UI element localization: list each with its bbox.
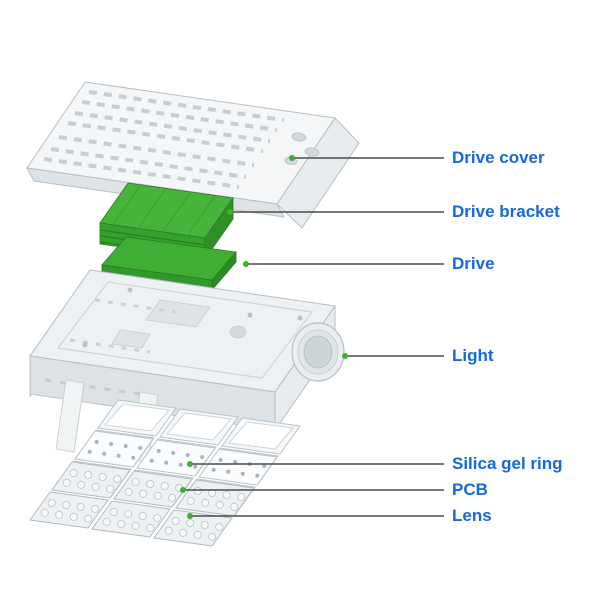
label-drive: Drive — [452, 254, 495, 273]
leader-dot-silica-gel-ring — [187, 461, 193, 467]
pole-mount-cylinder — [291, 322, 345, 382]
bracket-top-ridges — [111, 185, 216, 237]
cover-vent-slots — [43, 90, 285, 189]
label-drive-bracket: Drive bracket — [452, 202, 560, 221]
leader-dot-pcb — [180, 487, 186, 493]
leader-dots — [180, 155, 348, 519]
leader-dot-drive — [243, 261, 249, 267]
leader-dot-lens — [187, 513, 193, 519]
housing-vent-slots — [69, 298, 176, 354]
label-lens: Lens — [452, 506, 492, 525]
label-pcb: PCB — [452, 480, 488, 499]
housing-screws — [82, 287, 303, 348]
leader-lines — [183, 157, 444, 517]
leader-dot-drive-cover — [289, 155, 295, 161]
drive-cover-graphic — [26, 81, 360, 229]
label-light: Light — [452, 346, 494, 365]
leader-dot-drive-bracket — [227, 209, 233, 215]
label-drive-cover: Drive cover — [452, 148, 545, 167]
label-silica-gel-ring: Silica gel ring — [452, 454, 563, 473]
leader-dot-light — [342, 353, 348, 359]
